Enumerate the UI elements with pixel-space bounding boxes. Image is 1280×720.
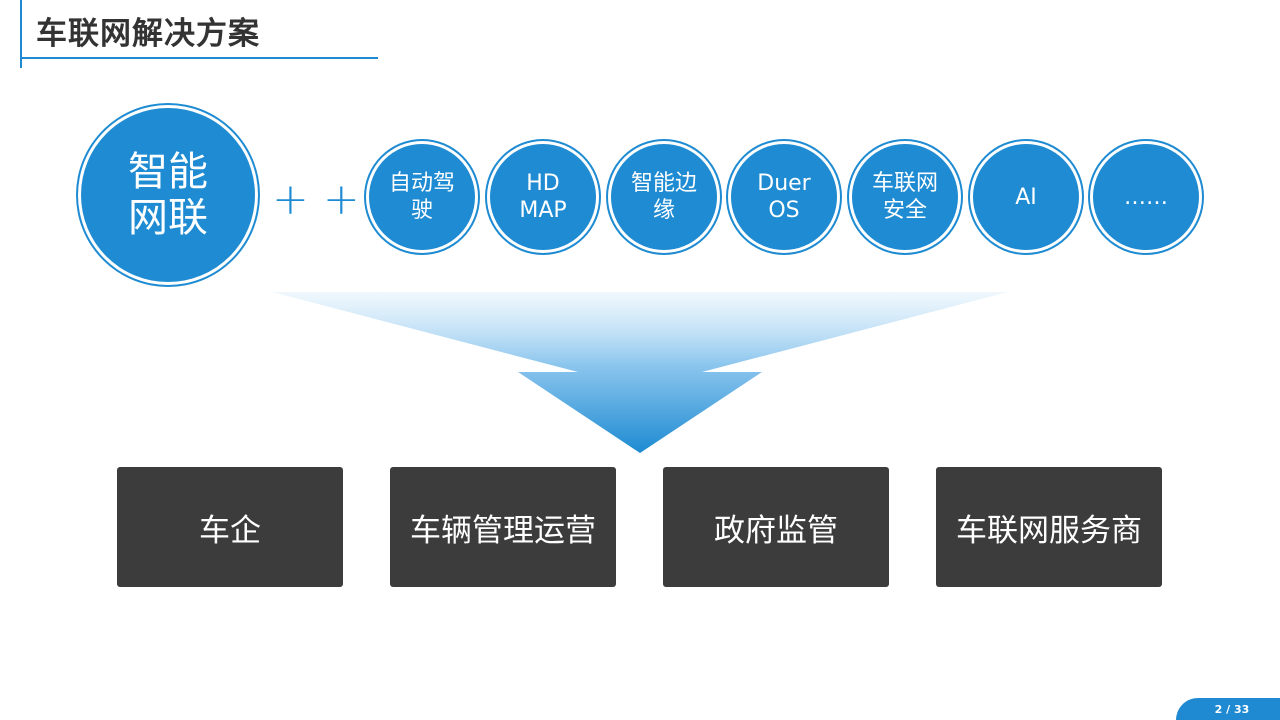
page-number: 2 / 33 [1214, 702, 1250, 716]
target-label: 车企 [199, 512, 261, 549]
hub-circle: 智能 网联 [81, 108, 255, 282]
plus-sign: + + [272, 174, 360, 225]
tech-circle-smart-edge: 智能边 缘 [611, 144, 717, 250]
tech-circle-autonomous-driving: 自动驾 驶 [369, 144, 475, 250]
target-box-iov-service-providers: 车联网服务商 [936, 467, 1162, 587]
tech-label: 车联网 安全 [871, 171, 938, 223]
hub-label: 智能 网联 [128, 149, 208, 241]
title-accent-vertical-line [20, 0, 22, 68]
tech-label: 自动驾 驶 [388, 171, 455, 223]
tech-label: HD MAP [519, 171, 567, 223]
target-box-government-supervision: 政府监管 [663, 467, 889, 587]
target-box-automakers: 车企 [117, 467, 343, 587]
target-label: 政府监管 [714, 512, 838, 549]
tech-circle-more: …… [1093, 144, 1199, 250]
title-underline [20, 57, 378, 59]
tech-circle-hd-map: HD MAP [490, 144, 596, 250]
tech-circle-ai: AI [973, 144, 1079, 250]
target-label: 车联网服务商 [956, 512, 1142, 549]
target-box-fleet-operations: 车辆管理运营 [390, 467, 616, 587]
tech-label: …… [1124, 184, 1168, 210]
tech-circle-iov-security: 车联网 安全 [852, 144, 958, 250]
tech-label: AI [1015, 184, 1037, 210]
page-title: 车联网解决方案 [36, 16, 260, 52]
tech-label: Duer OS [757, 171, 811, 223]
target-label: 车辆管理运营 [410, 512, 596, 549]
tech-label: 智能边 缘 [630, 171, 697, 223]
tech-circle-dueros: Duer OS [731, 144, 837, 250]
page-number-badge: 2 / 33 [1176, 698, 1280, 720]
